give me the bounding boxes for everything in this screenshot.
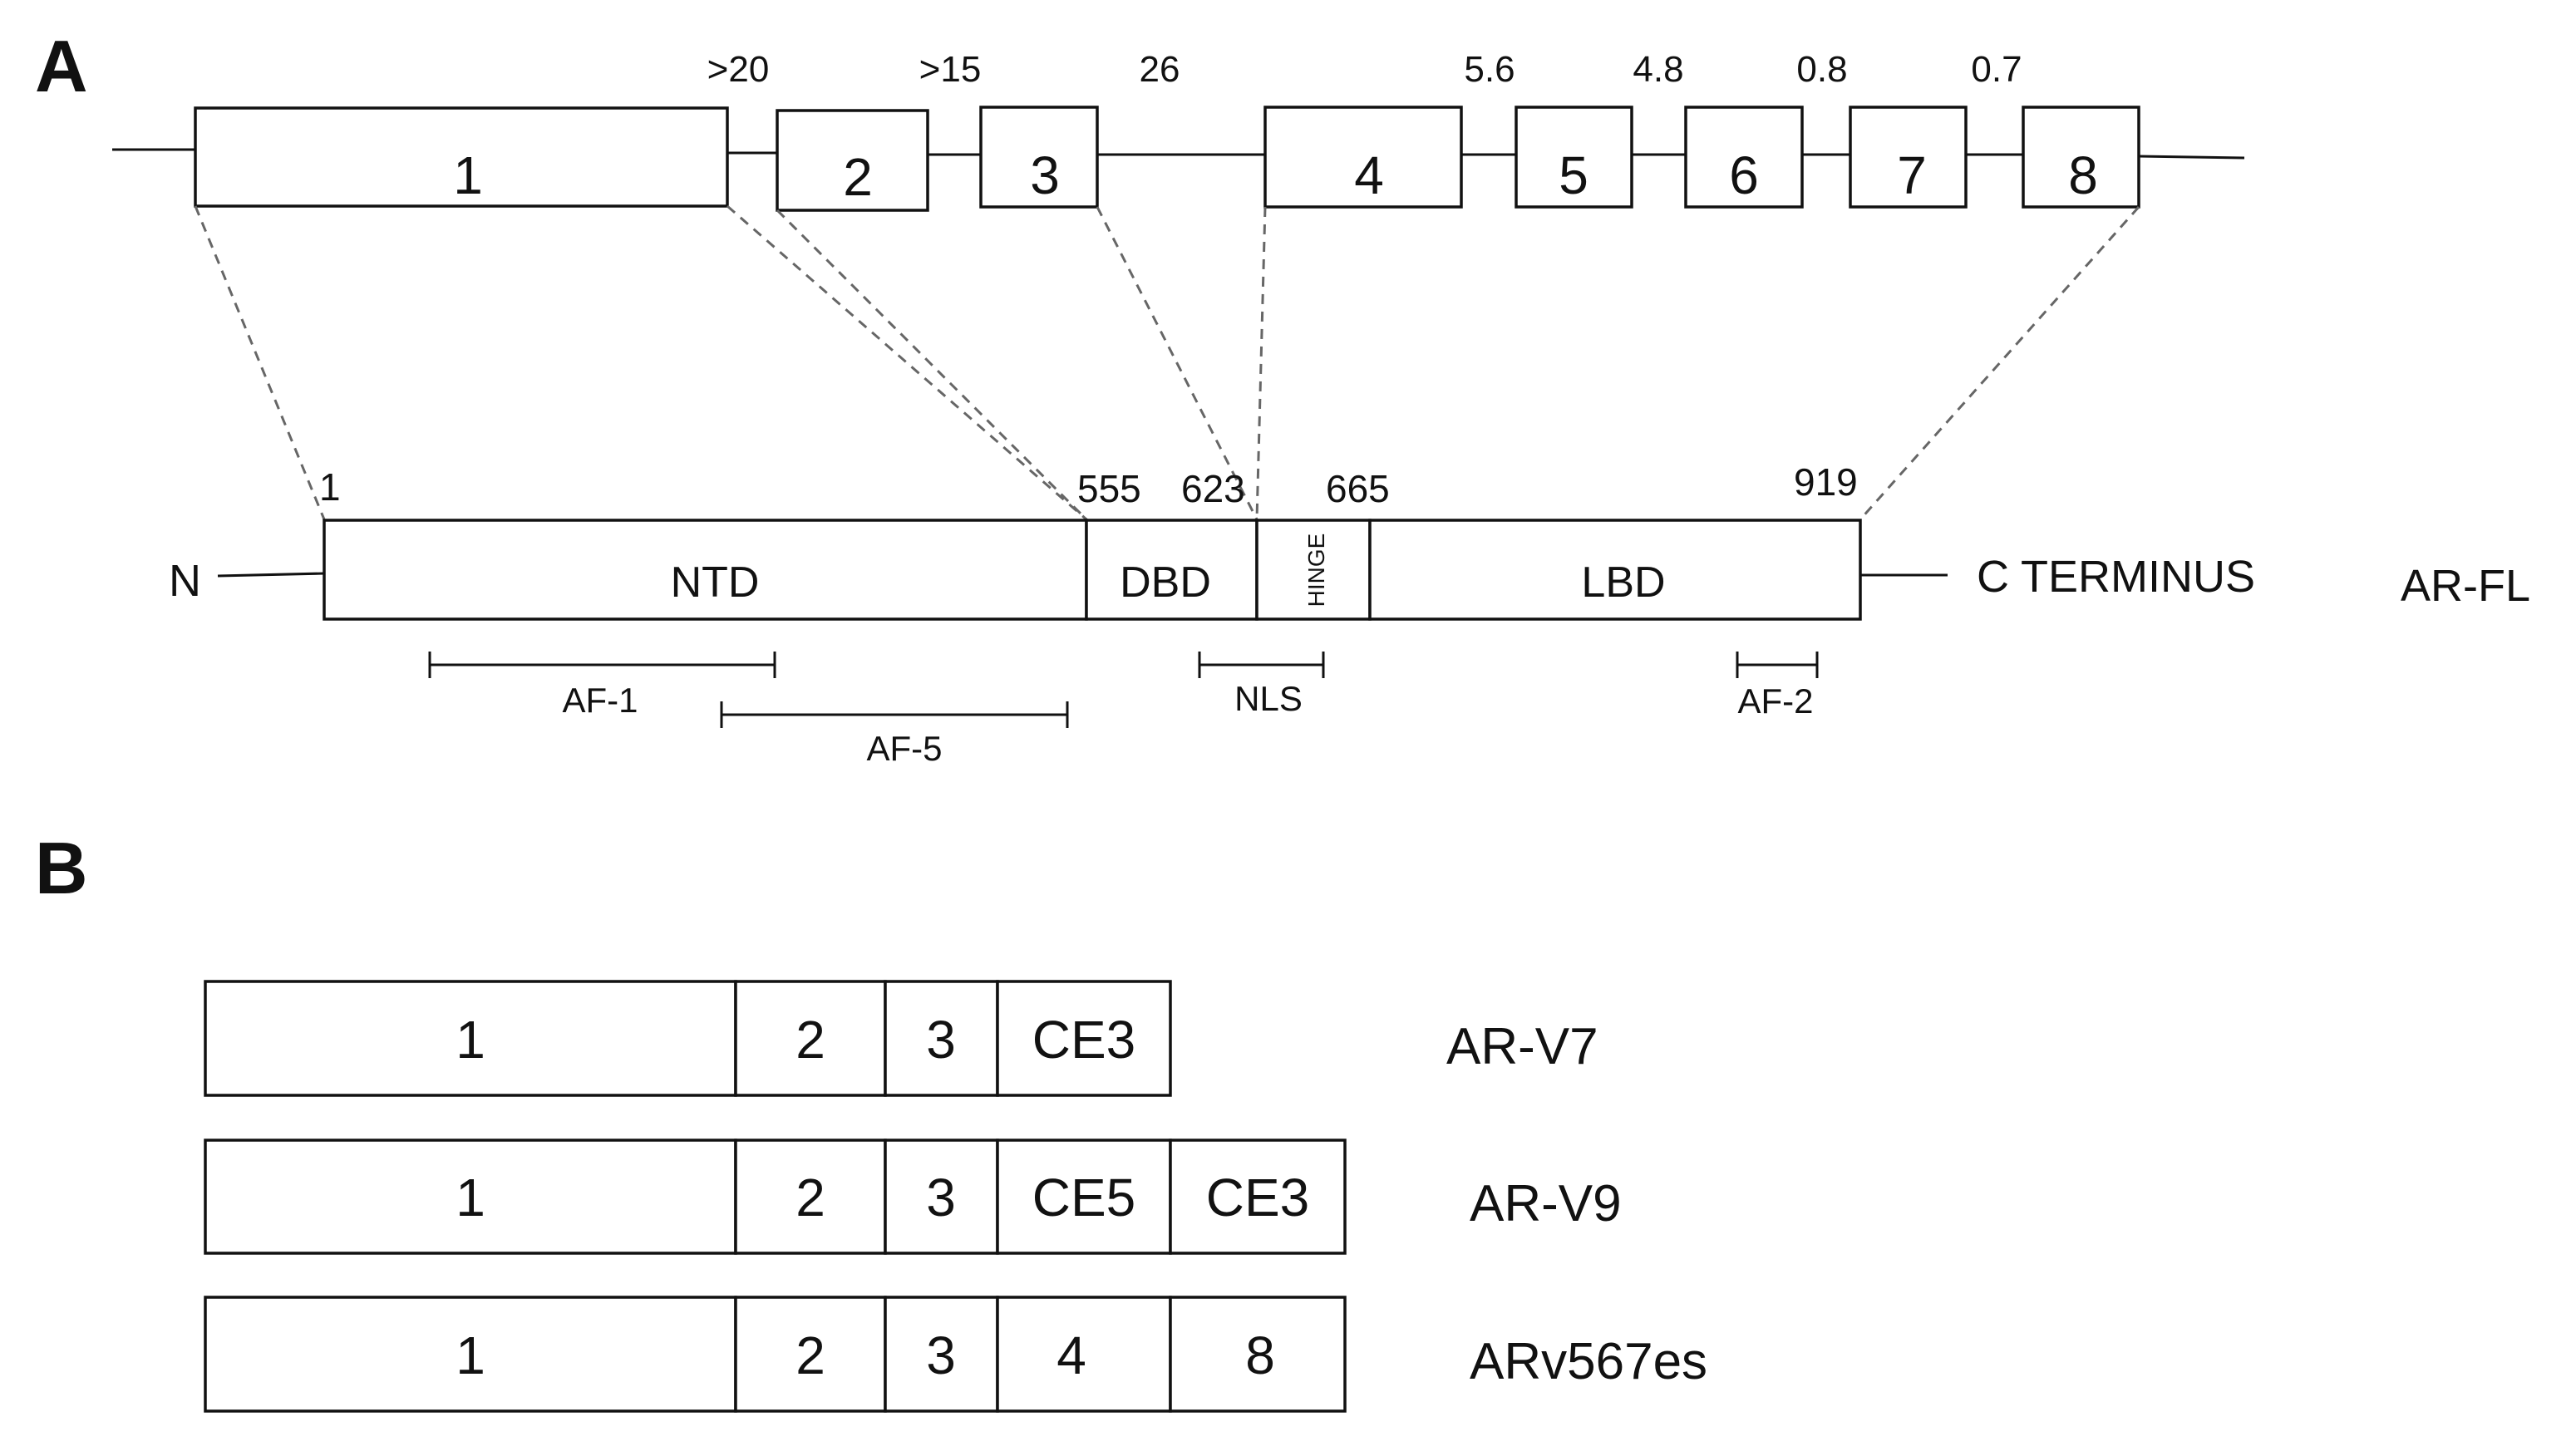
exon-box (1263, 106, 1463, 209)
residue-number: 555 (1077, 467, 1141, 510)
variant-cell-label: 1 (456, 1326, 485, 1385)
variant-cell (734, 1296, 887, 1413)
variant-cell-label: 2 (795, 1326, 825, 1385)
exon-number: 2 (843, 147, 873, 207)
variant-cell (996, 980, 1172, 1097)
exon-box (1515, 106, 1633, 209)
exon-box (194, 106, 729, 208)
residue-number: 623 (1181, 467, 1245, 510)
variant-row: 1 2 3 4 8 ARv567es (204, 1296, 1707, 1413)
n-tail-line (217, 572, 325, 578)
af5-label: AF-5 (866, 729, 942, 768)
af2-bracket (1736, 652, 1819, 678)
exon-number: 8 (2068, 145, 2098, 205)
exon-box (979, 106, 1099, 209)
variant-cell-label: CE5 (1032, 1168, 1136, 1227)
dashed-connector (727, 204, 1087, 521)
intron-size-label: 4.8 (1633, 49, 1683, 90)
panel-a-label: A (35, 25, 88, 107)
intron-size-label: 0.8 (1796, 49, 1847, 90)
intron-size-label: >15 (919, 49, 982, 90)
lbd-label: LBD (1581, 558, 1665, 607)
exon-number: 6 (1729, 145, 1759, 205)
exon-number: 1 (453, 145, 483, 205)
residue-number: 665 (1326, 467, 1390, 510)
af1-label: AF-1 (562, 681, 638, 720)
variant-cell (734, 980, 887, 1097)
variant-cell (1169, 1296, 1347, 1413)
af2-label: AF-2 (1737, 681, 1813, 721)
protein-name-label: AR-FL (2401, 561, 2530, 611)
gene-structure: 1 2 3 4 5 6 7 8 >20 >15 26 5.6 4.8 0.8 0… (112, 49, 2245, 212)
gene-backbone-line (2138, 155, 2245, 160)
variant-cell (204, 980, 737, 1097)
residue-number: 1 (319, 465, 341, 509)
exon-box (1684, 106, 1804, 209)
af1-bracket (428, 652, 776, 678)
exon-number: 4 (1354, 145, 1384, 205)
variant-cell-label: 2 (795, 1168, 825, 1227)
dashed-connector (1859, 206, 2140, 520)
exon-number: 5 (1559, 145, 1588, 205)
dashed-connector (1255, 206, 1267, 520)
variant-name: ARv567es (1470, 1333, 1707, 1390)
variant-cell (204, 1296, 737, 1413)
variant-cell-label: 3 (926, 1326, 956, 1385)
dbd-label: DBD (1120, 558, 1211, 607)
nls-label: NLS (1234, 679, 1303, 718)
intron-size-label: 5.6 (1464, 49, 1515, 90)
dashed-connector (1096, 206, 1258, 520)
dbd-domain (1085, 519, 1258, 621)
exon-box (1849, 106, 1968, 209)
exon-box (776, 109, 929, 212)
variant-row: 1 2 3 CE3 AR-V7 (204, 980, 1598, 1097)
protein-structure: NTD DBD LBD HINGE N C TERMINUS AR-FL 1 5… (169, 460, 2530, 768)
dashed-connector (776, 209, 1088, 521)
variant-cell (1169, 1139, 1347, 1255)
variant-cell (884, 1296, 999, 1413)
variant-cell-label: 1 (456, 1010, 485, 1070)
intron-size-label: >20 (707, 49, 770, 90)
residue-number: 919 (1794, 460, 1858, 504)
nls-bracket (1198, 652, 1325, 678)
n-terminus-label: N (169, 556, 201, 606)
variant-cell (884, 1139, 999, 1255)
c-terminus-label: C TERMINUS (1977, 552, 2255, 602)
variant-name: AR-V7 (1446, 1018, 1598, 1075)
variant-row: 1 2 3 CE5 CE3 AR-V9 (204, 1139, 1622, 1255)
variant-cell (204, 1139, 737, 1255)
exon-to-protein-connectors (194, 204, 2140, 521)
variant-structures: 1 2 3 CE3 AR-V7 1 2 3 CE5 CE3 (204, 980, 1707, 1413)
af5-bracket (720, 701, 1069, 728)
variant-cell-label: 3 (926, 1010, 956, 1070)
exon-number: 7 (1897, 145, 1927, 205)
exon-box (2022, 106, 2140, 209)
ntd-label: NTD (671, 558, 760, 607)
subregion-brackets (428, 652, 1819, 728)
intron-size-label: 26 (1140, 49, 1180, 90)
variant-cell (996, 1296, 1172, 1413)
exon-number: 3 (1030, 145, 1060, 205)
panel-b-label: B (35, 827, 88, 909)
variant-cell-label: CE3 (1032, 1010, 1136, 1070)
dashed-connector (194, 205, 326, 520)
variant-cell-label: 3 (926, 1168, 956, 1227)
variant-cell-label: 2 (795, 1010, 825, 1070)
variant-cell-label: 4 (1057, 1326, 1086, 1385)
hinge-label: HINGE (1303, 534, 1329, 607)
variant-name: AR-V9 (1470, 1175, 1622, 1232)
intron-size-label: 0.7 (1971, 49, 2022, 90)
lbd-domain (1368, 519, 1862, 621)
variant-cell (996, 1139, 1172, 1255)
variant-cell-label: CE3 (1206, 1168, 1310, 1227)
variant-cell-label: 8 (1245, 1326, 1275, 1385)
variant-cell-label: 1 (456, 1168, 485, 1227)
